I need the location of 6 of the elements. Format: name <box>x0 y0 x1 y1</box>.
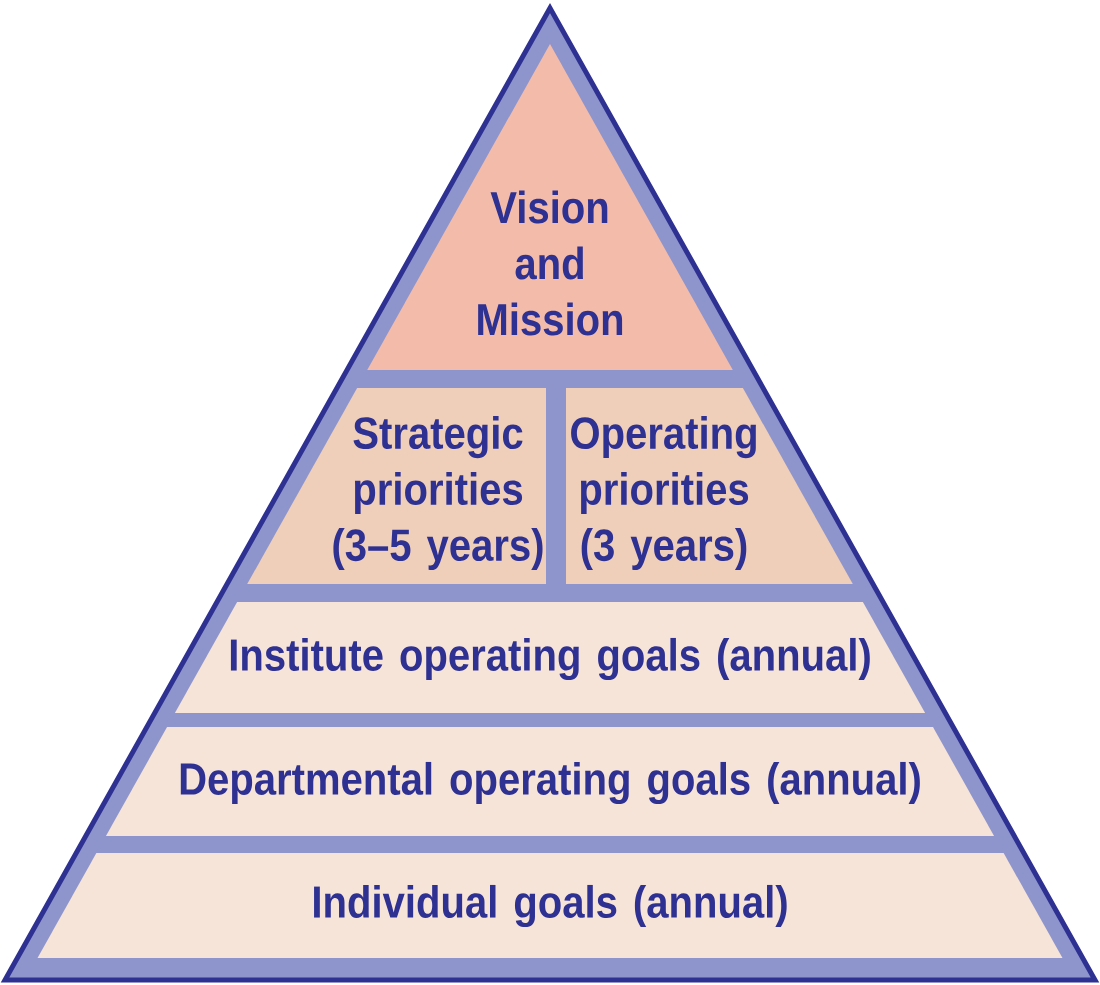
pyramid-tier: Departmental operating goals (annual) <box>105 727 995 836</box>
pyramid-tier: Individual goals (annual) <box>37 853 1063 958</box>
pyramid-tier: Operating priorities (3 years) <box>566 388 853 584</box>
pyramid-tier: Strategic priorities (3–5 years) <box>247 388 546 584</box>
pyramid-tier: Institute operating goals (annual) <box>174 602 926 713</box>
pyramid-apex: Vision and Mission <box>367 44 733 370</box>
